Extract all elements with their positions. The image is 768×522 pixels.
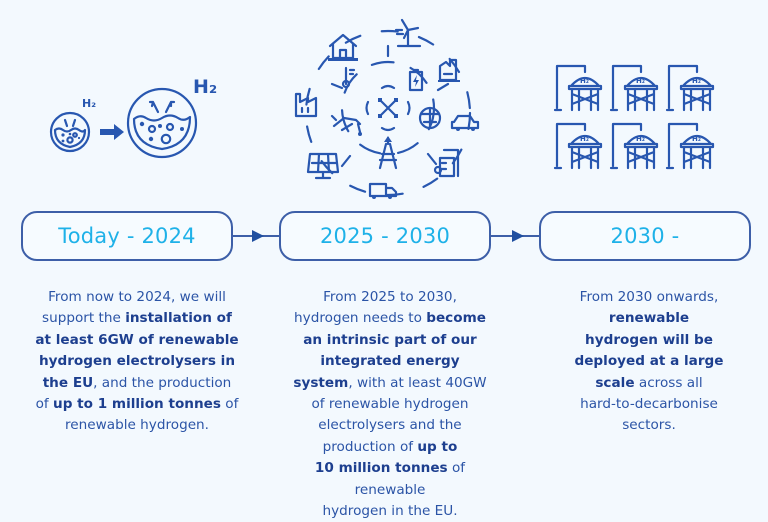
stage1-illustration: H₂ H₂ (40, 76, 230, 170)
large-h2-label: H₂ (193, 76, 218, 98)
power-plant-icon (438, 58, 460, 82)
hub-icon (365, 84, 411, 132)
factory-icon (294, 92, 318, 118)
text: renewable hydrogen. (65, 417, 209, 434)
bold-text: 10 million tonnes (314, 460, 448, 477)
stage-box-today-2024: Today - 2024 (21, 211, 233, 261)
text: across all (634, 374, 703, 391)
text: support the (42, 310, 126, 327)
stage-box-2030-onwards: 2030 - (539, 211, 751, 261)
text: sectors. (622, 417, 676, 434)
small-h2-label: H₂ (82, 97, 97, 110)
stage-label: 2030 - (610, 224, 680, 248)
hydrogen-grid-globe-icon (418, 106, 442, 130)
timeline-arrow-1-icon (252, 230, 264, 242)
stage3-description: From 2030 onwards, renewable hydrogen wi… (530, 287, 768, 437)
bold-text: deployed at a large (574, 353, 724, 370)
text: From 2030 onwards, (579, 289, 719, 305)
text: renewable (354, 481, 426, 498)
timeline-arrow-2-icon (512, 230, 524, 242)
text: From now to 2024, we will (48, 289, 226, 305)
text: hard-to-decarbonise (580, 396, 718, 413)
text: hydrogen needs to (294, 310, 427, 327)
battery-icon (408, 68, 424, 92)
text: of (35, 396, 54, 413)
bold-text: up to 1 million tonnes (53, 396, 221, 413)
thermometer-icon (341, 66, 356, 89)
stage2-description: From 2025 to 2030, hydrogen needs to bec… (270, 287, 510, 522)
bold-text: become (426, 310, 486, 327)
stage-label: Today - 2024 (58, 224, 196, 248)
text: electrolysers and the (318, 417, 462, 434)
bold-text: at least 6GW of renewable (35, 331, 239, 348)
small-hydrogen-bubble-icon (49, 111, 91, 153)
text: of (447, 460, 466, 477)
text: From 2025 to 2030, (323, 289, 457, 305)
text: , with at least 40GW (348, 374, 487, 391)
bold-text: up to (417, 438, 458, 455)
power-pylon-icon (378, 136, 398, 170)
truck-icon (368, 182, 398, 199)
text: hydrogen in the EU. (322, 503, 458, 520)
house-icon (328, 33, 358, 61)
stage3-illustration: H₂ (553, 64, 725, 174)
hydrogen-storage-tanks-icon: H₂ (553, 64, 715, 170)
bold-text: hydrogen will be (585, 331, 713, 348)
stage1-description: From now to 2024, we will support the in… (12, 287, 262, 437)
bold-text: installation of (125, 310, 232, 327)
bold-text: an intrinsic part of our (303, 331, 477, 348)
arrow-right-icon (100, 124, 124, 140)
bold-text: renewable (608, 310, 690, 327)
car-icon (450, 114, 480, 131)
integrated-energy-system-icon (294, 18, 480, 199)
large-hydrogen-bubble-icon (126, 87, 198, 159)
solar-panel-icon (306, 152, 340, 180)
wind-turbine-icon (394, 18, 422, 48)
bold-text: scale (595, 374, 635, 391)
bold-text: the EU (42, 374, 94, 391)
bold-text: system (293, 374, 349, 391)
bold-text: hydrogen electrolysers in (38, 353, 236, 370)
stage-label: 2025 - 2030 (319, 224, 450, 248)
fuel-nozzle-icon (330, 114, 362, 136)
text: of (220, 396, 239, 413)
text: production of (322, 438, 418, 455)
bold-text: integrated energy (320, 353, 460, 370)
stage-box-2025-2030: 2025 - 2030 (279, 211, 491, 261)
text: , and the production (93, 374, 232, 391)
buildings-icon (433, 148, 460, 178)
text: of renewable hydrogen (311, 396, 469, 413)
